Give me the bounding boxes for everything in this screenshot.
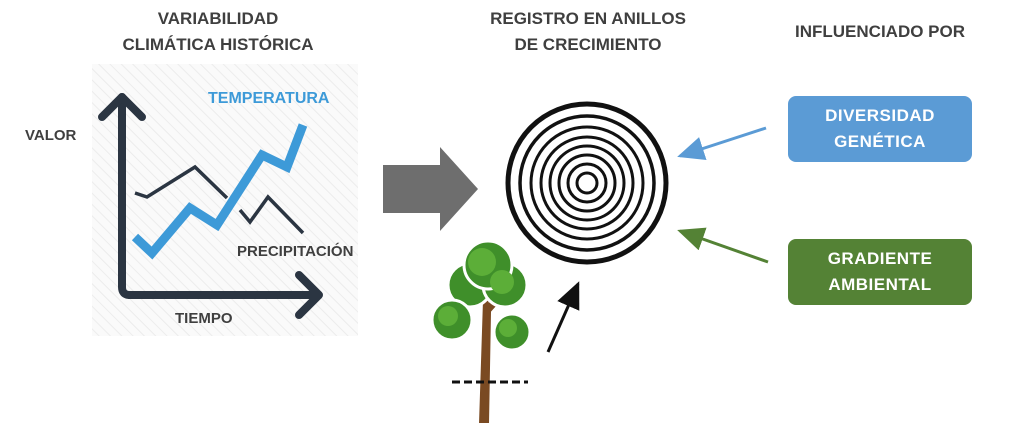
rings-title: REGISTRO EN ANILLOS DE CRECIMIENTO xyxy=(458,6,718,58)
x-axis-label: TIEMPO xyxy=(175,310,233,327)
genetic-arrow xyxy=(677,126,767,160)
chart-axes xyxy=(98,93,323,319)
climate-title-line-1: VARIABILIDAD xyxy=(157,9,279,28)
big-arrow-icon xyxy=(383,147,478,231)
temperature-line xyxy=(131,123,308,260)
tree-to-rings-arrow xyxy=(546,281,580,353)
rings-title-line-1: REGISTRO EN ANILLOS xyxy=(490,9,686,28)
precipitation-label: PRECIPITACIÓN xyxy=(237,243,354,260)
climate-title-line-2: CLIMÁTICA HISTÓRICA xyxy=(122,35,314,54)
genetic-diversity-box: DIVERSIDAD GENÉTICA xyxy=(788,96,972,162)
gradient-line-2: AMBIENTAL xyxy=(828,275,932,294)
temperature-label: TEMPERATURA xyxy=(208,90,330,107)
environment-arrow xyxy=(677,227,769,264)
precipitation-line xyxy=(134,164,229,200)
gradient-line-1: GRADIENTE xyxy=(827,249,933,268)
climate-title: VARIABILIDAD CLIMÁTICA HISTÓRICA xyxy=(98,6,338,58)
environmental-gradient-box: GRADIENTE AMBIENTAL xyxy=(788,239,972,305)
influence-title: INFLUENCIADO POR xyxy=(795,22,965,41)
tree-icon xyxy=(430,239,532,425)
rings-title-line-2: DE CRECIMIENTO xyxy=(514,35,662,54)
tree-rings xyxy=(505,101,669,265)
genetic-line-2: GENÉTICA xyxy=(834,132,926,151)
y-axis-label: VALOR xyxy=(25,127,77,144)
genetic-line-1: DIVERSIDAD xyxy=(825,106,935,125)
precipitation-line-2 xyxy=(238,194,305,235)
